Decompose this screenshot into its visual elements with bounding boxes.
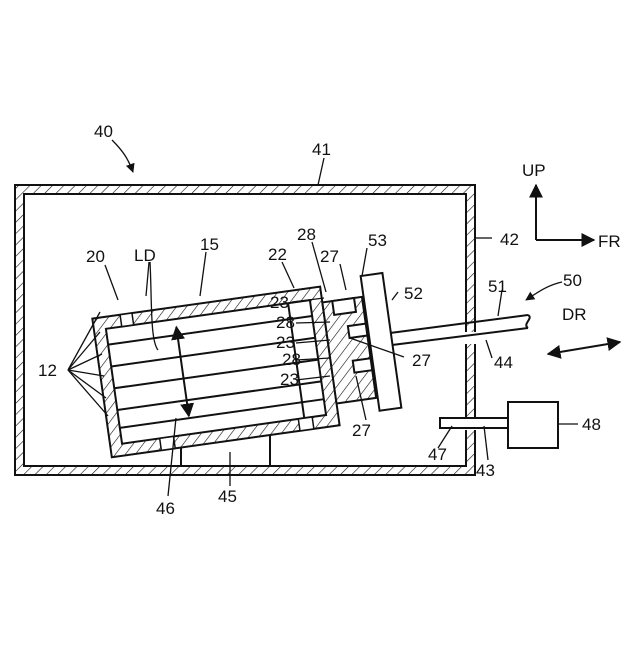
label-52: 52	[404, 284, 423, 303]
label-43: 43	[476, 461, 495, 480]
label-27-top: 27	[320, 247, 339, 266]
label-20: 20	[86, 247, 105, 266]
label-15: 15	[200, 235, 219, 254]
arrow-40	[112, 140, 133, 172]
label-47: 47	[428, 445, 447, 464]
label-dr: DR	[562, 305, 587, 324]
label-44: 44	[494, 353, 513, 372]
label-28-c: 28	[282, 350, 301, 369]
label-27-bottom: 27	[352, 421, 371, 440]
dr-arrow	[548, 342, 620, 354]
label-27-mid: 27	[412, 351, 431, 370]
label-40: 40	[94, 122, 113, 141]
label-53: 53	[368, 231, 387, 250]
label-28-top: 28	[297, 225, 316, 244]
label-12: 12	[38, 361, 57, 380]
label-23-a: 23	[270, 293, 289, 312]
label-45: 45	[218, 487, 237, 506]
label-41: 41	[312, 140, 331, 159]
label-48: 48	[582, 415, 601, 434]
arrow-50	[526, 282, 562, 300]
direction-axes	[536, 185, 594, 240]
label-46: 46	[156, 499, 175, 518]
label-50: 50	[563, 271, 582, 290]
label-22: 22	[268, 245, 287, 264]
label-51: 51	[488, 277, 507, 296]
label-fr: FR	[598, 232, 621, 251]
label-ld: LD	[134, 246, 156, 265]
label-up: UP	[522, 161, 546, 180]
label-23-c: 23	[280, 370, 299, 389]
label-42: 42	[500, 230, 519, 249]
label-28-b: 28	[276, 313, 295, 332]
